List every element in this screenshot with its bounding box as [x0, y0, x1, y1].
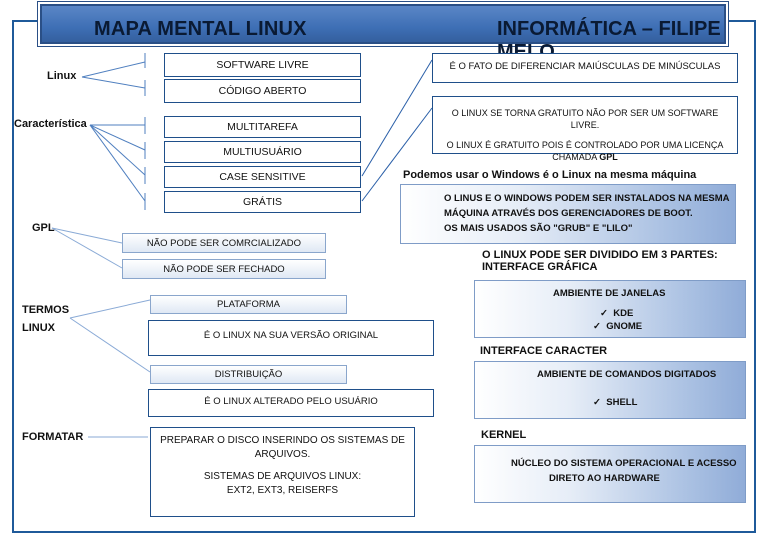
multiusuario-box: MULTIUSUÁRIO — [164, 141, 361, 163]
linux-label: Linux — [47, 70, 77, 82]
windows-line2: MÁQUINA ATRAVÉS DOS GERENCIADORES DE BOO… — [444, 208, 693, 219]
nao-comercializado-box: NÃO PODE SER COMRCIALIZADO — [122, 233, 326, 253]
kernel-line2: DIRETO AO HARDWARE — [549, 473, 660, 484]
caracter-title: AMBIENTE DE COMANDOS DIGITADOS — [537, 369, 717, 380]
case-sensitive-box: CASE SENSITIVE — [164, 166, 361, 188]
gratis-note-line3: CHAMADA GPL — [552, 152, 618, 162]
software-livre-text: SOFTWARE LIVRE — [216, 59, 309, 71]
plataforma-desc-box: É O LINUX NA SUA VERSÃO ORIGINAL — [148, 320, 434, 356]
check-icon: ✓ — [600, 308, 608, 319]
check-icon: ✓ — [593, 321, 601, 332]
windows-line1: O LINUS E O WINDOWS PODEM SER INSTALADOS… — [444, 193, 730, 204]
case-sensitive-note: É O FATO DE DIFERENCIAR MAIÚSCULAS DE MI… — [432, 53, 738, 83]
caracter-item-shell: ✓ SHELL — [593, 397, 638, 408]
formatar-label: FORMATAR — [22, 431, 84, 443]
distribuicao-box: DISTRIBUIÇÃO — [150, 365, 347, 384]
formatar-line4: EXT2, EXT3, REISERFS — [226, 485, 339, 496]
formatar-line1: PREPARAR O DISCO INSERINDO OS SISTEMAS D… — [160, 435, 405, 446]
windows-box: O LINUS E O WINDOWS PODEM SER INSTALADOS… — [400, 184, 736, 244]
page-title: MAPA MENTAL LINUX — [94, 18, 307, 40]
plataforma-box: PLATAFORMA — [150, 295, 347, 314]
grafica-title: AMBIENTE DE JANELAS — [553, 288, 666, 299]
codigo-aberto-box: CÓDIGO ABERTO — [164, 79, 361, 103]
partes-heading-line2: INTERFACE GRÁFICA — [482, 261, 598, 273]
distribuicao-text: DISTRIBUIÇÃO — [214, 369, 283, 380]
distribuicao-desc-text: É O LINUX ALTERADO PELO USUÁRIO — [204, 396, 378, 407]
partes-heading-line1: O LINUX PODE SER DIVIDIDO EM 3 PARTES: — [482, 249, 718, 261]
gratis-note-line2: O LINUX É GRATUITO POIS É CONTROLADO POR… — [446, 140, 724, 150]
caracteristica-label: Característica — [14, 118, 87, 130]
interface-grafica-box: AMBIENTE DE JANELAS ✓ KDE ✓ GNOME — [474, 280, 746, 338]
case-sensitive-text: CASE SENSITIVE — [219, 171, 306, 183]
gpl-label: GPL — [32, 222, 55, 234]
windows-line3: OS MAIS USADOS SÃO "GRUB" E "LILO" — [444, 223, 633, 234]
kernel-box: NÚCLEO DO SISTEMA OPERACIONAL E ACESSO D… — [474, 445, 746, 503]
kernel-line1: NÚCLEO DO SISTEMA OPERACIONAL E ACESSO — [511, 458, 737, 469]
codigo-aberto-text: CÓDIGO ABERTO — [218, 85, 307, 97]
gratis-text: GRÁTIS — [242, 196, 283, 208]
nao-fechado-text: NÃO PODE SER FECHADO — [163, 263, 285, 275]
formatar-line3: SISTEMAS DE ARQUIVOS LINUX: — [203, 471, 362, 482]
nao-fechado-box: NÃO PODE SER FECHADO — [122, 259, 326, 279]
grafica-item-gnome: ✓ GNOME — [593, 321, 643, 332]
check-icon: ✓ — [593, 397, 601, 408]
formatar-line2: ARQUIVOS. — [254, 449, 311, 460]
windows-heading: Podemos usar o Windows é o Linux na mesm… — [403, 169, 697, 181]
gratis-note: O LINUX SE TORNA GRATUITO NÃO POR SER UM… — [432, 96, 738, 162]
formatar-box: PREPARAR O DISCO INSERINDO OS SISTEMAS D… — [150, 427, 415, 517]
multitarefa-box: MULTITAREFA — [164, 116, 361, 138]
multitarefa-text: MULTITAREFA — [227, 121, 298, 133]
distribuicao-desc-box: É O LINUX ALTERADO PELO USUÁRIO — [148, 389, 434, 417]
gratis-note-line1: O LINUX SE TORNA GRATUITO NÃO POR SER UM… — [451, 108, 719, 130]
interface-caracter-heading: INTERFACE CARACTER — [480, 345, 608, 357]
termos-label-line1: TERMOS — [22, 304, 70, 316]
interface-caracter-box: AMBIENTE DE COMANDOS DIGITADOS ✓ SHELL — [474, 361, 746, 419]
gratis-box: GRÁTIS — [164, 191, 361, 213]
grafica-item-kde: ✓ KDE — [600, 308, 634, 319]
termos-label-line2: LINUX — [22, 322, 55, 334]
software-livre-box: SOFTWARE LIVRE — [164, 53, 361, 77]
plataforma-text: PLATAFORMA — [217, 299, 280, 310]
multiusuario-text: MULTIUSUÁRIO — [223, 146, 302, 158]
plataforma-desc-text: É O LINUX NA SUA VERSÃO ORIGINAL — [203, 330, 379, 341]
kernel-heading: KERNEL — [481, 429, 527, 441]
case-sensitive-note-text: É O FATO DE DIFERENCIAR MAIÚSCULAS DE MI… — [449, 61, 721, 72]
nao-comercializado-text: NÃO PODE SER COMRCIALIZADO — [146, 237, 302, 249]
